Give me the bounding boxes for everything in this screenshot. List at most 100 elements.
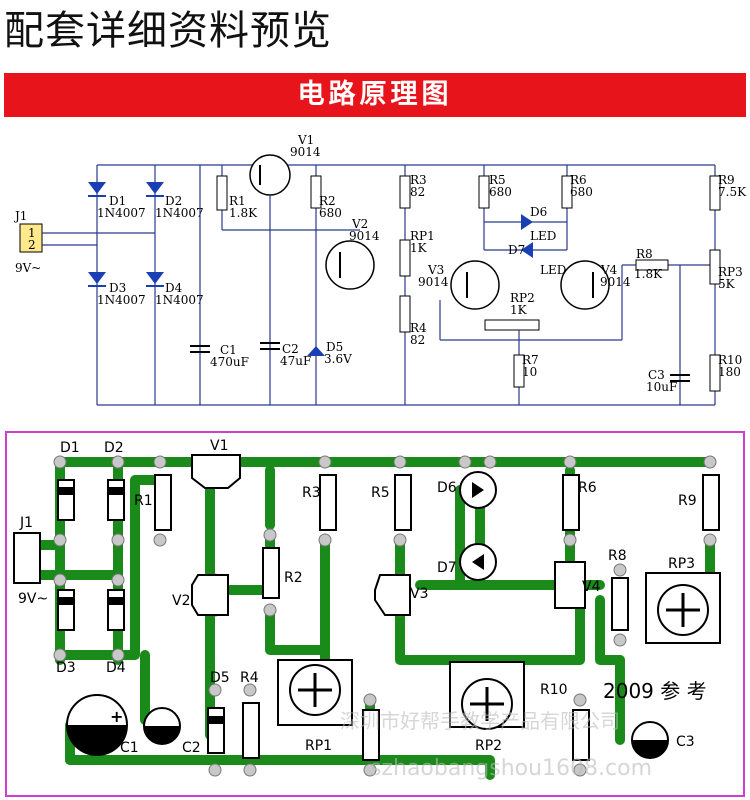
pcb-label-r6: R6 bbox=[578, 480, 597, 496]
r8-symbol bbox=[635, 259, 669, 271]
pcb-label-rp1: RP1 bbox=[305, 738, 332, 754]
pcb-r8-body bbox=[611, 577, 629, 631]
d7-ref: D7 bbox=[508, 243, 525, 257]
j1-supply: 9V~ bbox=[15, 261, 41, 275]
rp3-value: 5K bbox=[718, 277, 736, 291]
banner-title: 电路原理图 bbox=[297, 79, 453, 110]
pcb-label-rp2: RP2 bbox=[475, 738, 502, 754]
pcb-label-v4: V4 bbox=[582, 579, 601, 595]
pcb-label-r2: R2 bbox=[284, 570, 303, 586]
pcb-r1-body bbox=[154, 474, 172, 531]
pcb-r2-body bbox=[262, 547, 280, 599]
d5-ref: D5 bbox=[326, 340, 343, 354]
j1-ref: J1 bbox=[13, 209, 27, 223]
r10-value: 180 bbox=[718, 365, 741, 379]
pcb-label-v3: V3 bbox=[410, 586, 428, 602]
pcb-d3-body bbox=[57, 589, 75, 631]
r1-ref: R1 bbox=[229, 194, 246, 208]
r5-value: 680 bbox=[489, 185, 512, 199]
r6-symbol bbox=[561, 175, 573, 209]
d1-value: 1N4007 bbox=[97, 206, 146, 220]
diode-d1-symbol bbox=[88, 182, 106, 194]
pcb-v4-body bbox=[554, 561, 586, 609]
watermark-company: 深圳市好帮手教学产品有限公司 bbox=[340, 709, 620, 733]
v1-value: 9014 bbox=[290, 145, 321, 159]
pcb-d2-body bbox=[107, 479, 125, 521]
pcb-r9-body bbox=[702, 474, 720, 531]
d4-value: 1N4007 bbox=[155, 293, 204, 307]
pcb-label-c2: C2 bbox=[182, 740, 201, 756]
pcb-j1-body bbox=[13, 532, 41, 584]
pcb-d5-body bbox=[207, 707, 225, 754]
r7-value: 10 bbox=[522, 365, 537, 379]
r7-symbol bbox=[513, 354, 525, 388]
r6-value: 680 bbox=[570, 185, 593, 199]
rp3-symbol bbox=[709, 249, 721, 285]
r6-ref: R6 bbox=[570, 173, 587, 187]
pcb-label-d7: D7 bbox=[437, 560, 457, 576]
section-banner: 电路原理图 bbox=[4, 73, 746, 117]
diode-d4-symbol bbox=[146, 272, 164, 284]
page-title: 配套详细资料预览 bbox=[4, 8, 332, 54]
r10-ref: R10 bbox=[718, 353, 742, 367]
pcb-label-d1: D1 bbox=[60, 440, 80, 456]
pcb-rp3-body bbox=[645, 572, 721, 644]
pcb-label-r1: R1 bbox=[134, 493, 153, 509]
pcb-r10-body bbox=[572, 709, 590, 761]
r1-symbol bbox=[216, 175, 228, 211]
diode-d2-symbol bbox=[146, 182, 164, 194]
r9-ref: R9 bbox=[718, 173, 735, 187]
v3-ref: V3 bbox=[427, 263, 444, 277]
diode-d3-symbol bbox=[88, 272, 106, 284]
r4-value: 82 bbox=[410, 333, 425, 347]
r2-ref: R2 bbox=[319, 194, 336, 208]
v1-symbol bbox=[249, 154, 291, 196]
d7-label: LED bbox=[540, 263, 566, 277]
v2-value: 9014 bbox=[349, 229, 380, 243]
d1-ref: D1 bbox=[109, 194, 126, 208]
r10-symbol bbox=[709, 354, 721, 392]
pcb-label-j1: J1 bbox=[19, 515, 33, 531]
rp2-ref: RP2 bbox=[510, 291, 535, 305]
svg-text:+: + bbox=[110, 707, 123, 726]
led-d6-symbol bbox=[521, 214, 533, 230]
d3-value: 1N4007 bbox=[97, 293, 146, 307]
d3-ref: D3 bbox=[109, 281, 126, 295]
r2-value: 680 bbox=[319, 206, 342, 220]
d4-ref: D4 bbox=[165, 281, 183, 295]
zener-d5-symbol bbox=[307, 346, 325, 356]
pcb-c1-body: + bbox=[66, 694, 128, 756]
v4-value: 9014 bbox=[600, 275, 631, 289]
pcb-label-c3: C3 bbox=[676, 734, 695, 750]
v2-ref: V2 bbox=[351, 217, 368, 231]
pcb-label-d2: D2 bbox=[104, 440, 124, 456]
r1-value: 1.8K bbox=[229, 206, 258, 220]
j1-pin-1: 1 bbox=[28, 226, 36, 240]
j1-pin-2: 2 bbox=[28, 238, 36, 252]
r5-symbol bbox=[478, 175, 490, 209]
v3-value: 9014 bbox=[418, 275, 449, 289]
pcb-r3-body bbox=[319, 474, 337, 531]
pcb-r6-body bbox=[562, 474, 580, 531]
pcb-rp2-body bbox=[449, 661, 525, 730]
pcb-label-9v: 9V~ bbox=[18, 591, 48, 607]
r4-ref: R4 bbox=[410, 321, 427, 335]
pcb-r7-body bbox=[362, 709, 380, 761]
r9-symbol bbox=[709, 175, 721, 211]
watermark-url: szhaobangshou1608.com bbox=[370, 756, 652, 781]
r5-ref: R5 bbox=[489, 173, 506, 187]
pcb-d4-body bbox=[107, 589, 125, 631]
pcb-v1-body bbox=[191, 454, 241, 489]
r8-value: 1.8K bbox=[634, 267, 663, 281]
pcb-label-c1: C1 bbox=[120, 740, 139, 756]
pcb-label-rp3: RP3 bbox=[668, 556, 695, 572]
pcb-label-v1: V1 bbox=[210, 438, 228, 454]
v2-symbol bbox=[325, 240, 375, 290]
pcb-label-d3: D3 bbox=[56, 660, 76, 676]
schematic: D1 1N4007 D2 1N4007 D3 1N4007 D4 1N4007 … bbox=[13, 133, 747, 406]
r4-symbol bbox=[399, 295, 411, 333]
c2-value: 47uF bbox=[280, 354, 311, 368]
d6-ref: D6 bbox=[530, 205, 547, 219]
pcb-c3-body bbox=[631, 721, 669, 759]
